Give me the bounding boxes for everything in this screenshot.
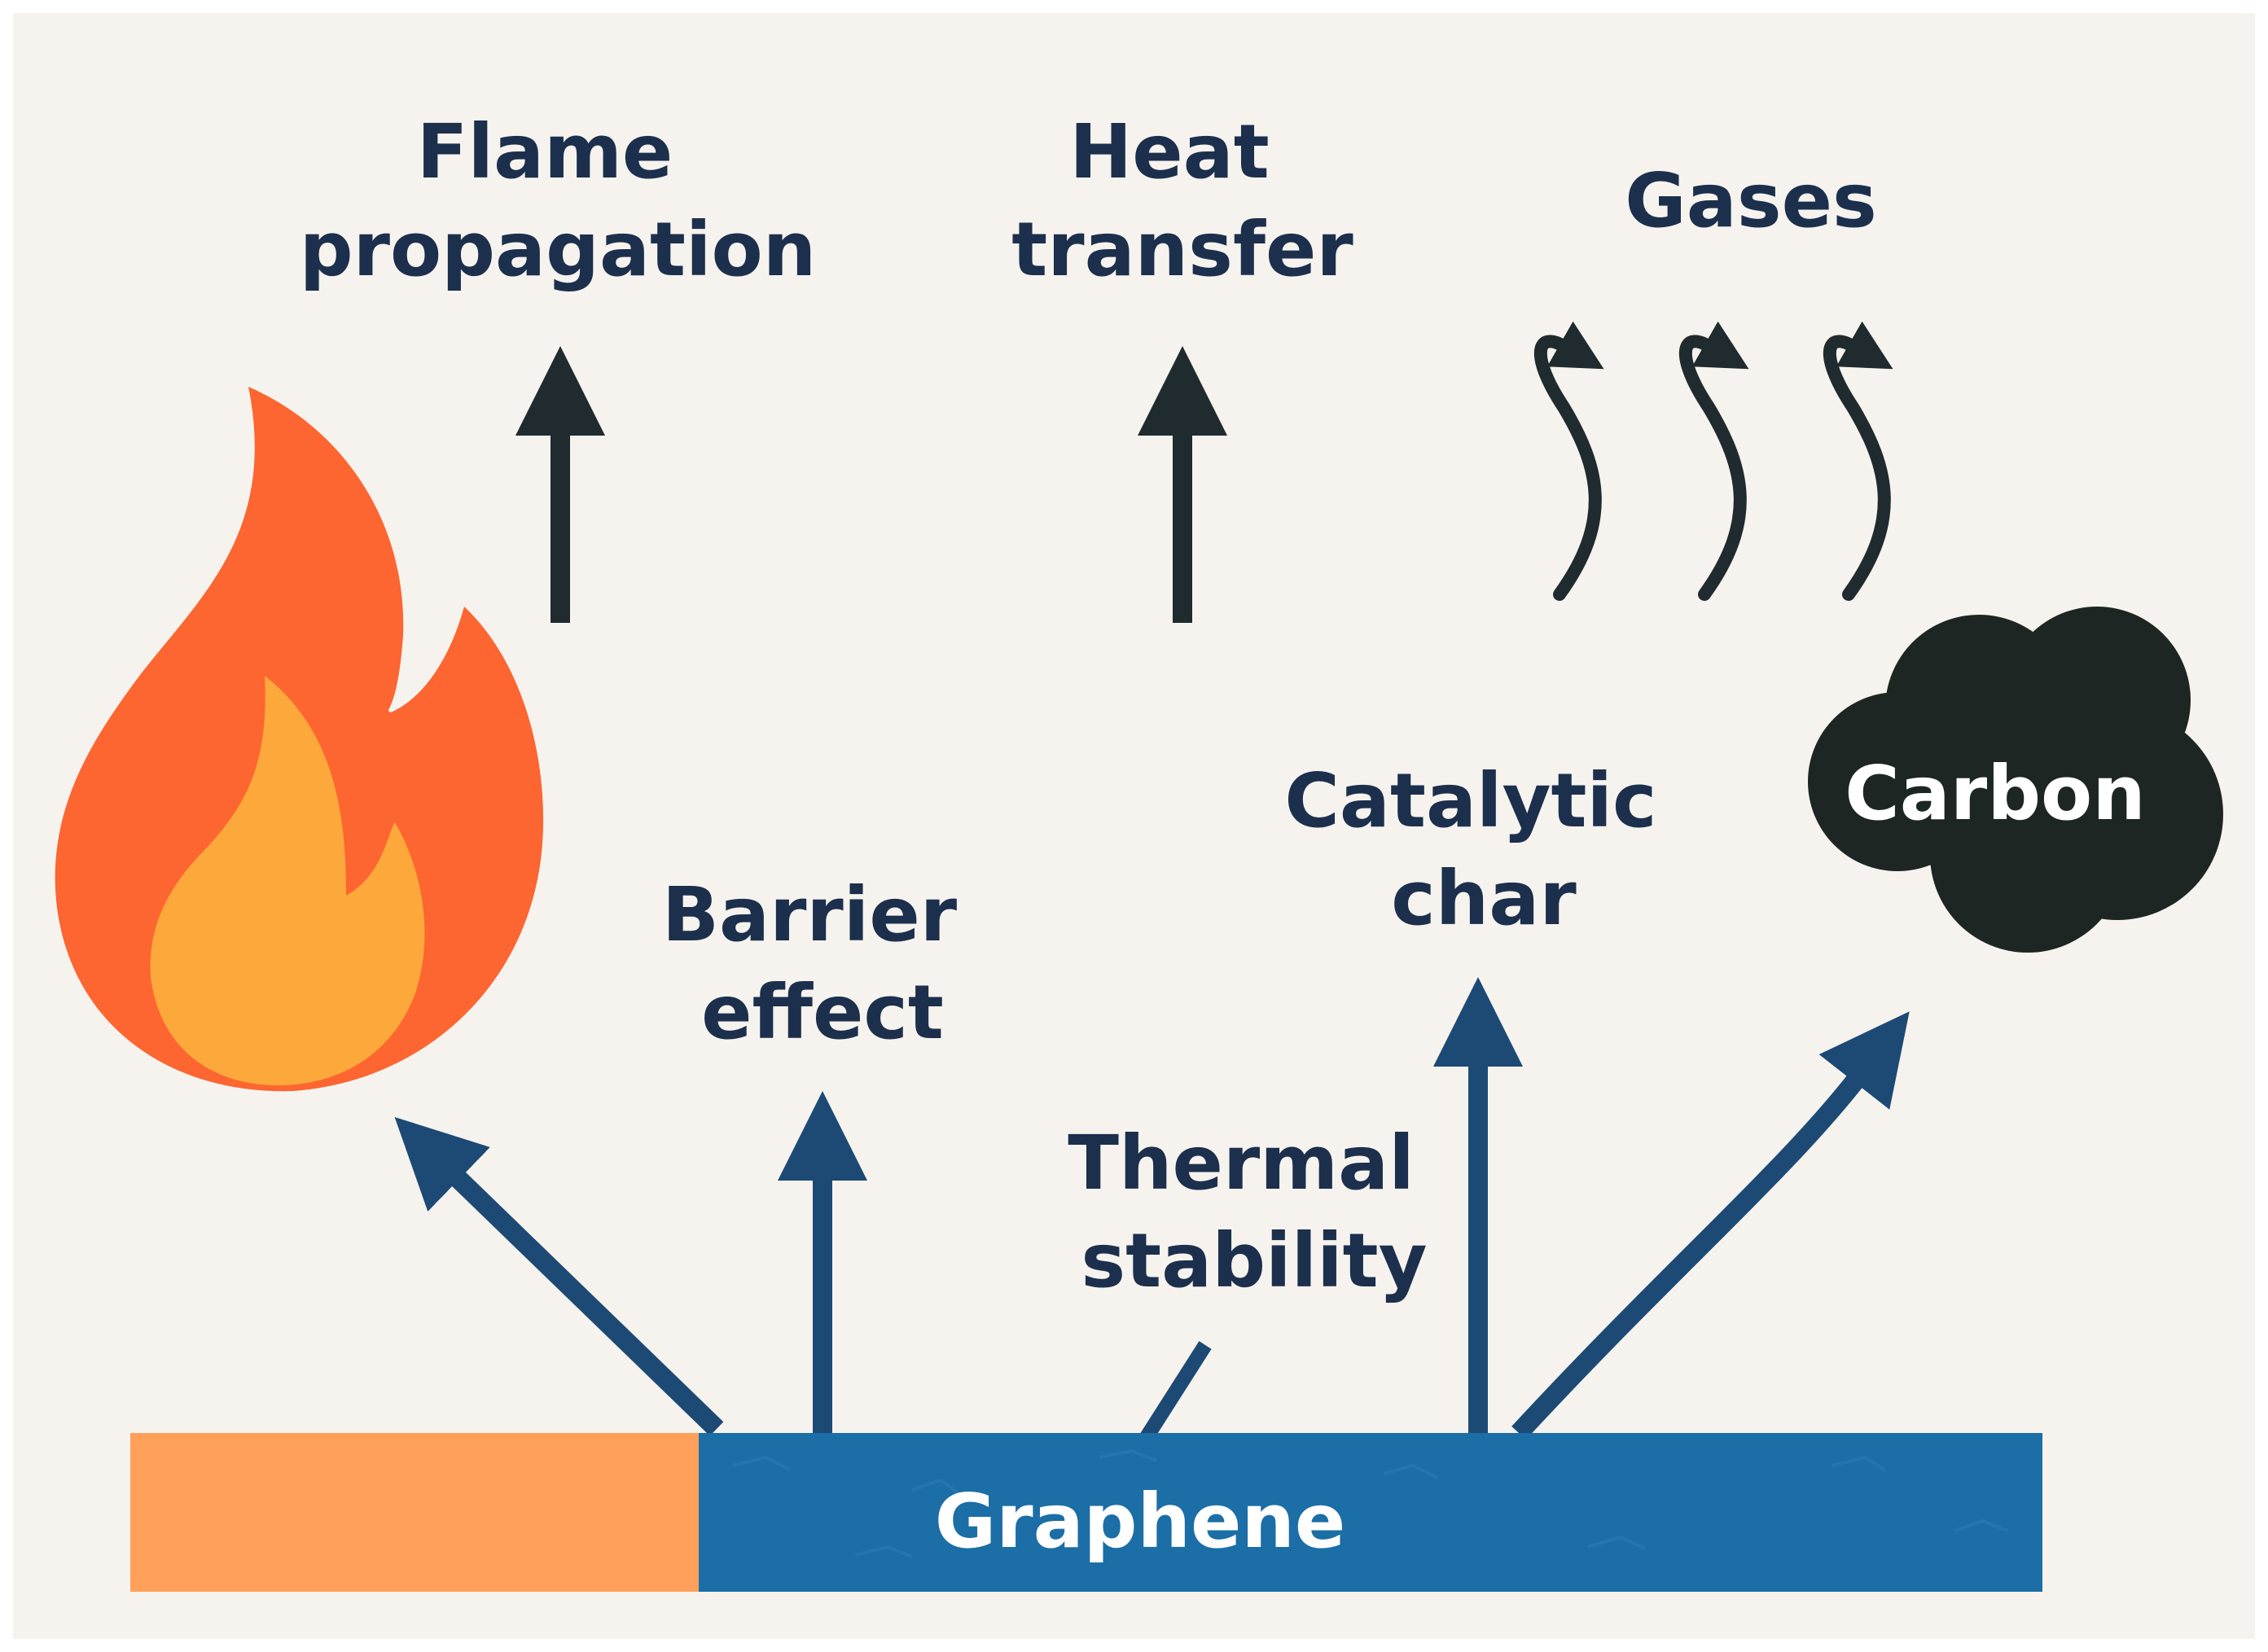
label-flame-propagation-line2: propagation bbox=[300, 206, 817, 293]
cloud-puff bbox=[1889, 676, 2101, 887]
label-barrier-effect-line2: effect bbox=[701, 969, 944, 1056]
flame-barrier-arrow bbox=[394, 1116, 724, 1436]
label-thermal-stability-line2: stability bbox=[1081, 1217, 1427, 1304]
gas-wave-arrow-icon bbox=[1823, 321, 1893, 601]
flame-inner bbox=[150, 676, 425, 1086]
substrate-layer bbox=[130, 1433, 700, 1592]
label-gases: Gases bbox=[1625, 157, 1877, 244]
label-thermal-stability: Thermal stability bbox=[1068, 1120, 1441, 1304]
graphene-texture bbox=[732, 1448, 2008, 1558]
gas-arrows bbox=[1533, 321, 1893, 601]
label-catalytic-char: Catalytic char bbox=[1284, 757, 1682, 942]
gas-wave-arrow-icon bbox=[1533, 321, 1604, 601]
label-catalytic-char-line1: Catalytic bbox=[1284, 757, 1656, 844]
label-heat-transfer-line2: transfer bbox=[1011, 206, 1353, 293]
label-catalytic-char-line2: char bbox=[1391, 855, 1577, 942]
carbon-arrow bbox=[1511, 1011, 1910, 1440]
label-flame-propagation: Flame propagation bbox=[300, 108, 817, 293]
carbon-cloud-icon bbox=[1808, 607, 2223, 953]
label-flame-propagation-line1: Flame bbox=[417, 108, 673, 195]
label-barrier-effect: Barrier effect bbox=[662, 871, 983, 1056]
label-heat-transfer: Heat transfer bbox=[1011, 108, 1353, 293]
label-graphene: Graphene bbox=[935, 1478, 1346, 1565]
label-carbon: Carbon bbox=[1845, 750, 2146, 837]
thermal-stability-leader bbox=[1140, 1341, 1212, 1441]
label-heat-transfer-line1: Heat bbox=[1069, 108, 1269, 195]
graphene-arrows bbox=[394, 977, 1910, 1440]
label-thermal-stability-line1: Thermal bbox=[1068, 1120, 1415, 1207]
label-barrier-effect-line1: Barrier bbox=[662, 871, 958, 958]
gas-wave-arrow-icon bbox=[1678, 321, 1749, 601]
flame-icon bbox=[55, 387, 544, 1092]
graphene-layer bbox=[699, 1433, 2042, 1592]
